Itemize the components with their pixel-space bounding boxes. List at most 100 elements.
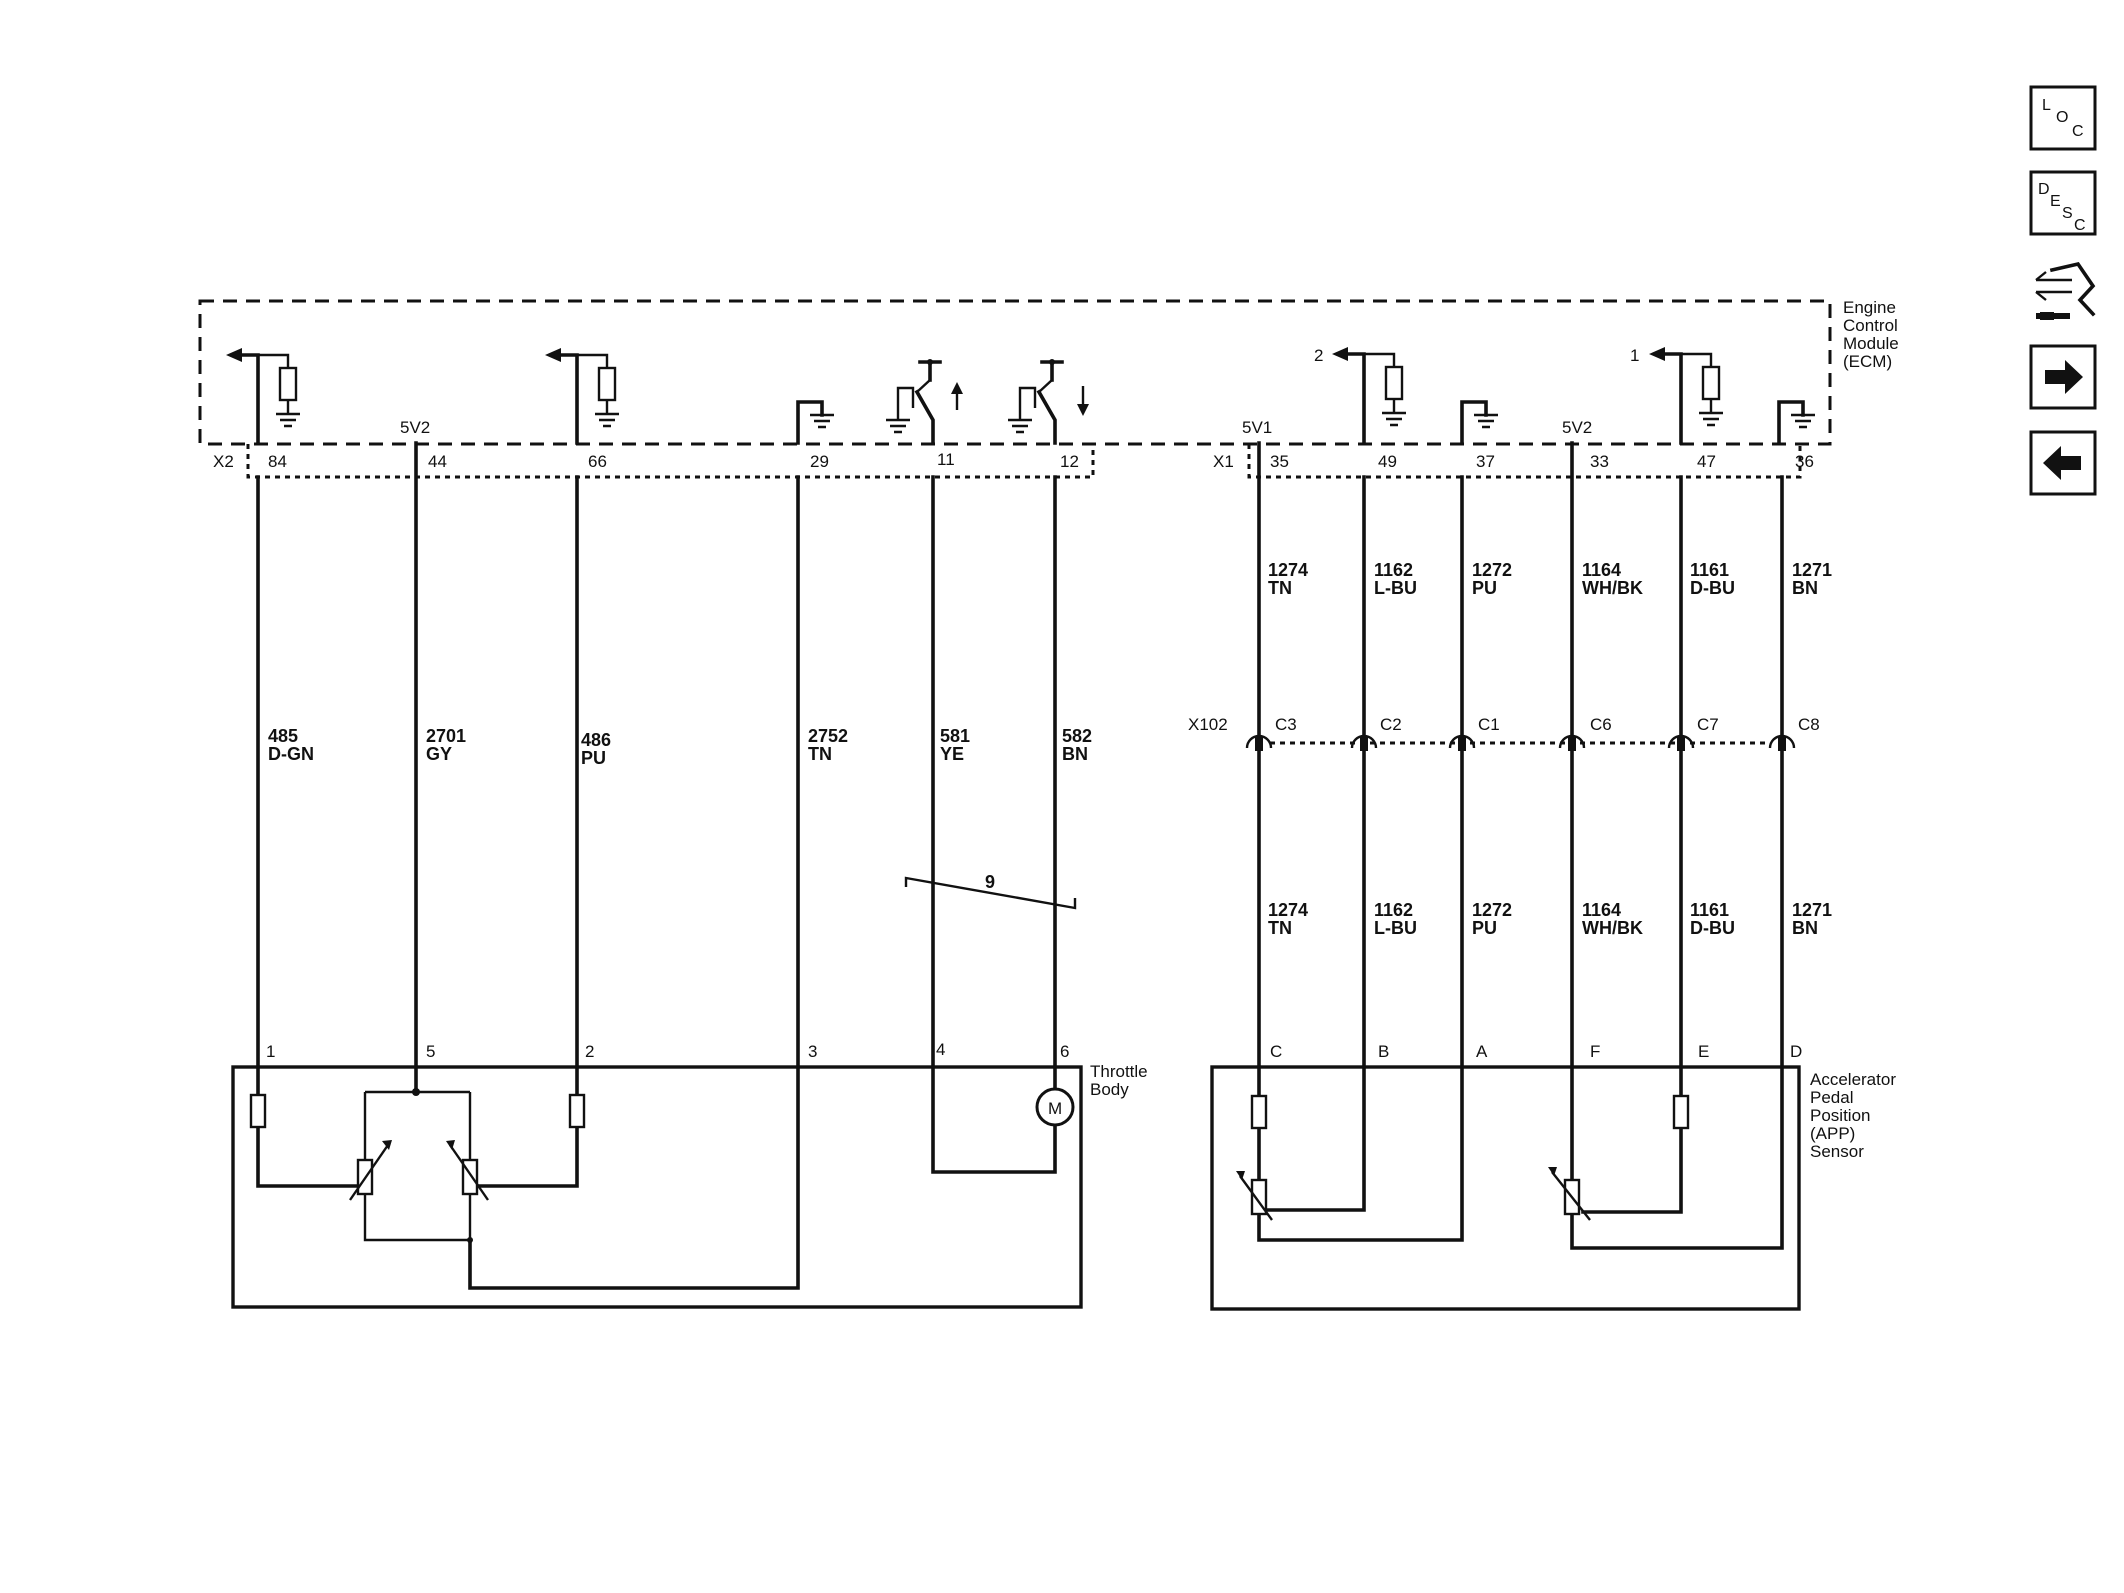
wire-2752 <box>468 475 800 1290</box>
previous-arrow-button[interactable] <box>2029 430 2097 496</box>
svg-text:C8: C8 <box>1798 715 1820 734</box>
wire-color-label: TN <box>1268 578 1292 598</box>
throttle-circuit-wires: 485 D-GN 2701 GY 486 PU 2752 TN 581 YE 5… <box>256 441 1092 1290</box>
ground-icon <box>886 418 910 434</box>
ecm-pin: 33 <box>1590 452 1609 471</box>
resistor-icon <box>568 1093 586 1129</box>
throttle-body-box <box>231 1065 1083 1309</box>
svg-text:E: E <box>2050 193 2061 210</box>
wire-color-label: PU <box>1472 578 1497 598</box>
wire-circuit-label: 486 <box>581 730 611 750</box>
app-sensor-box <box>1210 1065 1801 1311</box>
svg-text:O: O <box>2056 109 2068 126</box>
connector-x2-label: X2 <box>213 452 234 471</box>
wire-circuit-label: 1164 <box>1582 900 1621 920</box>
ecm-low-reference <box>796 400 834 445</box>
component-pin: A <box>1476 1042 1488 1061</box>
svg-text:C2: C2 <box>1380 715 1402 734</box>
location-button[interactable]: L O C <box>2029 85 2097 151</box>
inline-connector-x102: X102 C3 C2 C1 C6 C7 C8 <box>1188 715 1820 751</box>
connector-pin-icon[interactable] <box>2030 256 2096 326</box>
ground-icon <box>1474 413 1498 429</box>
svg-text:L: L <box>2042 97 2051 114</box>
wire-color-label: GY <box>426 744 452 764</box>
ecm-motor-driver-switch <box>1008 359 1089 445</box>
ground-icon <box>1791 413 1815 429</box>
component-pin: 5 <box>426 1042 435 1061</box>
ground-icon <box>810 413 834 429</box>
app-circuit-wires: 1274 TN 1162 L-BU 1272 PU 1164 WH/BK 116… <box>1257 441 1832 1250</box>
wire-circuit-label: 1271 <box>1792 560 1832 580</box>
ecm-boundary <box>198 299 1832 446</box>
wire-581 <box>931 475 1057 1174</box>
app-sensor-label: Sensor <box>1810 1142 1864 1161</box>
connector-cavity: C7 <box>1667 715 1719 751</box>
wire-color-label: BN <box>1792 918 1818 938</box>
ecm-label: Engine Control Module (ECM) <box>1843 298 1899 371</box>
wire-circuit-label: 1271 <box>1792 900 1832 920</box>
connector-name: X102 <box>1188 715 1228 734</box>
ecm-pin: 12 <box>1060 452 1079 471</box>
ground-icon <box>276 400 300 428</box>
wire-circuit-label: 2752 <box>808 726 848 746</box>
wire-color-label: D-GN <box>268 744 314 764</box>
arrow-left-icon <box>2043 446 2081 480</box>
ground-icon <box>1008 418 1032 434</box>
motor-icon <box>1035 1087 1075 1127</box>
wire-color-label: PU <box>581 748 606 768</box>
app-sensor-component: Accelerator Pedal Position (APP) Sensor … <box>1210 1042 1896 1311</box>
ecm-pin: 44 <box>428 452 447 471</box>
ecm-signal-input: 2 <box>1314 346 1406 445</box>
wire-color-label: WH/BK <box>1582 918 1643 938</box>
app-sensor-label: (APP) <box>1810 1124 1855 1143</box>
app-sensor-label: Pedal <box>1810 1088 1853 1107</box>
ecm-pin: 36 <box>1795 452 1814 471</box>
wire-circuit-label: 1162 <box>1374 900 1413 920</box>
wire-circuit-label: 1162 <box>1374 560 1413 580</box>
ecm-pin: 84 <box>268 452 287 471</box>
ecm-signal-input <box>226 348 300 445</box>
ecm-connector-x2 <box>246 444 1095 479</box>
connector-cavity: C8 <box>1768 715 1820 751</box>
motor-symbol: M <box>1048 1099 1062 1118</box>
component-pin: F <box>1590 1042 1600 1061</box>
wire-color-label: TN <box>1268 918 1292 938</box>
svg-text:D: D <box>2038 181 2050 198</box>
ecm-pin: 29 <box>810 452 829 471</box>
ecm-label-line: Engine <box>1843 298 1896 317</box>
ecm-motor-driver-switch <box>886 359 963 445</box>
connector-cavity: C6 <box>1558 715 1612 751</box>
throttle-body-label: Body <box>1090 1080 1129 1099</box>
wire-circuit-label: 1272 <box>1472 560 1512 580</box>
svg-text:S: S <box>2062 205 2073 222</box>
wire-486 <box>473 475 579 1188</box>
twisted-pair-label: 9 <box>985 872 995 892</box>
ecm-pin: 47 <box>1697 452 1716 471</box>
resistor-icon <box>1250 1094 1268 1130</box>
component-pin: E <box>1698 1042 1709 1061</box>
wire-circuit-label: 581 <box>940 726 970 746</box>
wire-color-label: L-BU <box>1374 918 1417 938</box>
wire-circuit-label: 1272 <box>1472 900 1512 920</box>
ecm-label-line: (ECM) <box>1843 352 1892 371</box>
signal-ref-label: 2 <box>1314 346 1323 365</box>
wire-circuit-label: 485 <box>268 726 298 746</box>
wire-circuit-label: 1164 <box>1582 560 1621 580</box>
wire-color-label: WH/BK <box>1582 578 1643 598</box>
ground-icon <box>595 400 619 428</box>
svg-text:C1: C1 <box>1478 715 1500 734</box>
ecm-pin: 37 <box>1476 452 1495 471</box>
wire-color-label: PU <box>1472 918 1497 938</box>
ground-icon <box>1382 399 1406 427</box>
description-button[interactable]: D E S C <box>2029 170 2097 236</box>
component-pin: 1 <box>266 1042 275 1061</box>
wire-color-label: YE <box>940 744 964 764</box>
app-sensor-label: Accelerator <box>1810 1070 1896 1089</box>
ecm-module: Engine Control Module (ECM) X2 X1 84 44 … <box>198 298 1899 479</box>
ecm-reference-5v1: 5V1 <box>1242 418 1272 437</box>
next-arrow-button[interactable] <box>2029 344 2097 410</box>
ecm-signal-input <box>545 348 619 445</box>
component-pin: B <box>1378 1042 1389 1061</box>
wire-circuit-label: 1161 <box>1690 900 1729 920</box>
